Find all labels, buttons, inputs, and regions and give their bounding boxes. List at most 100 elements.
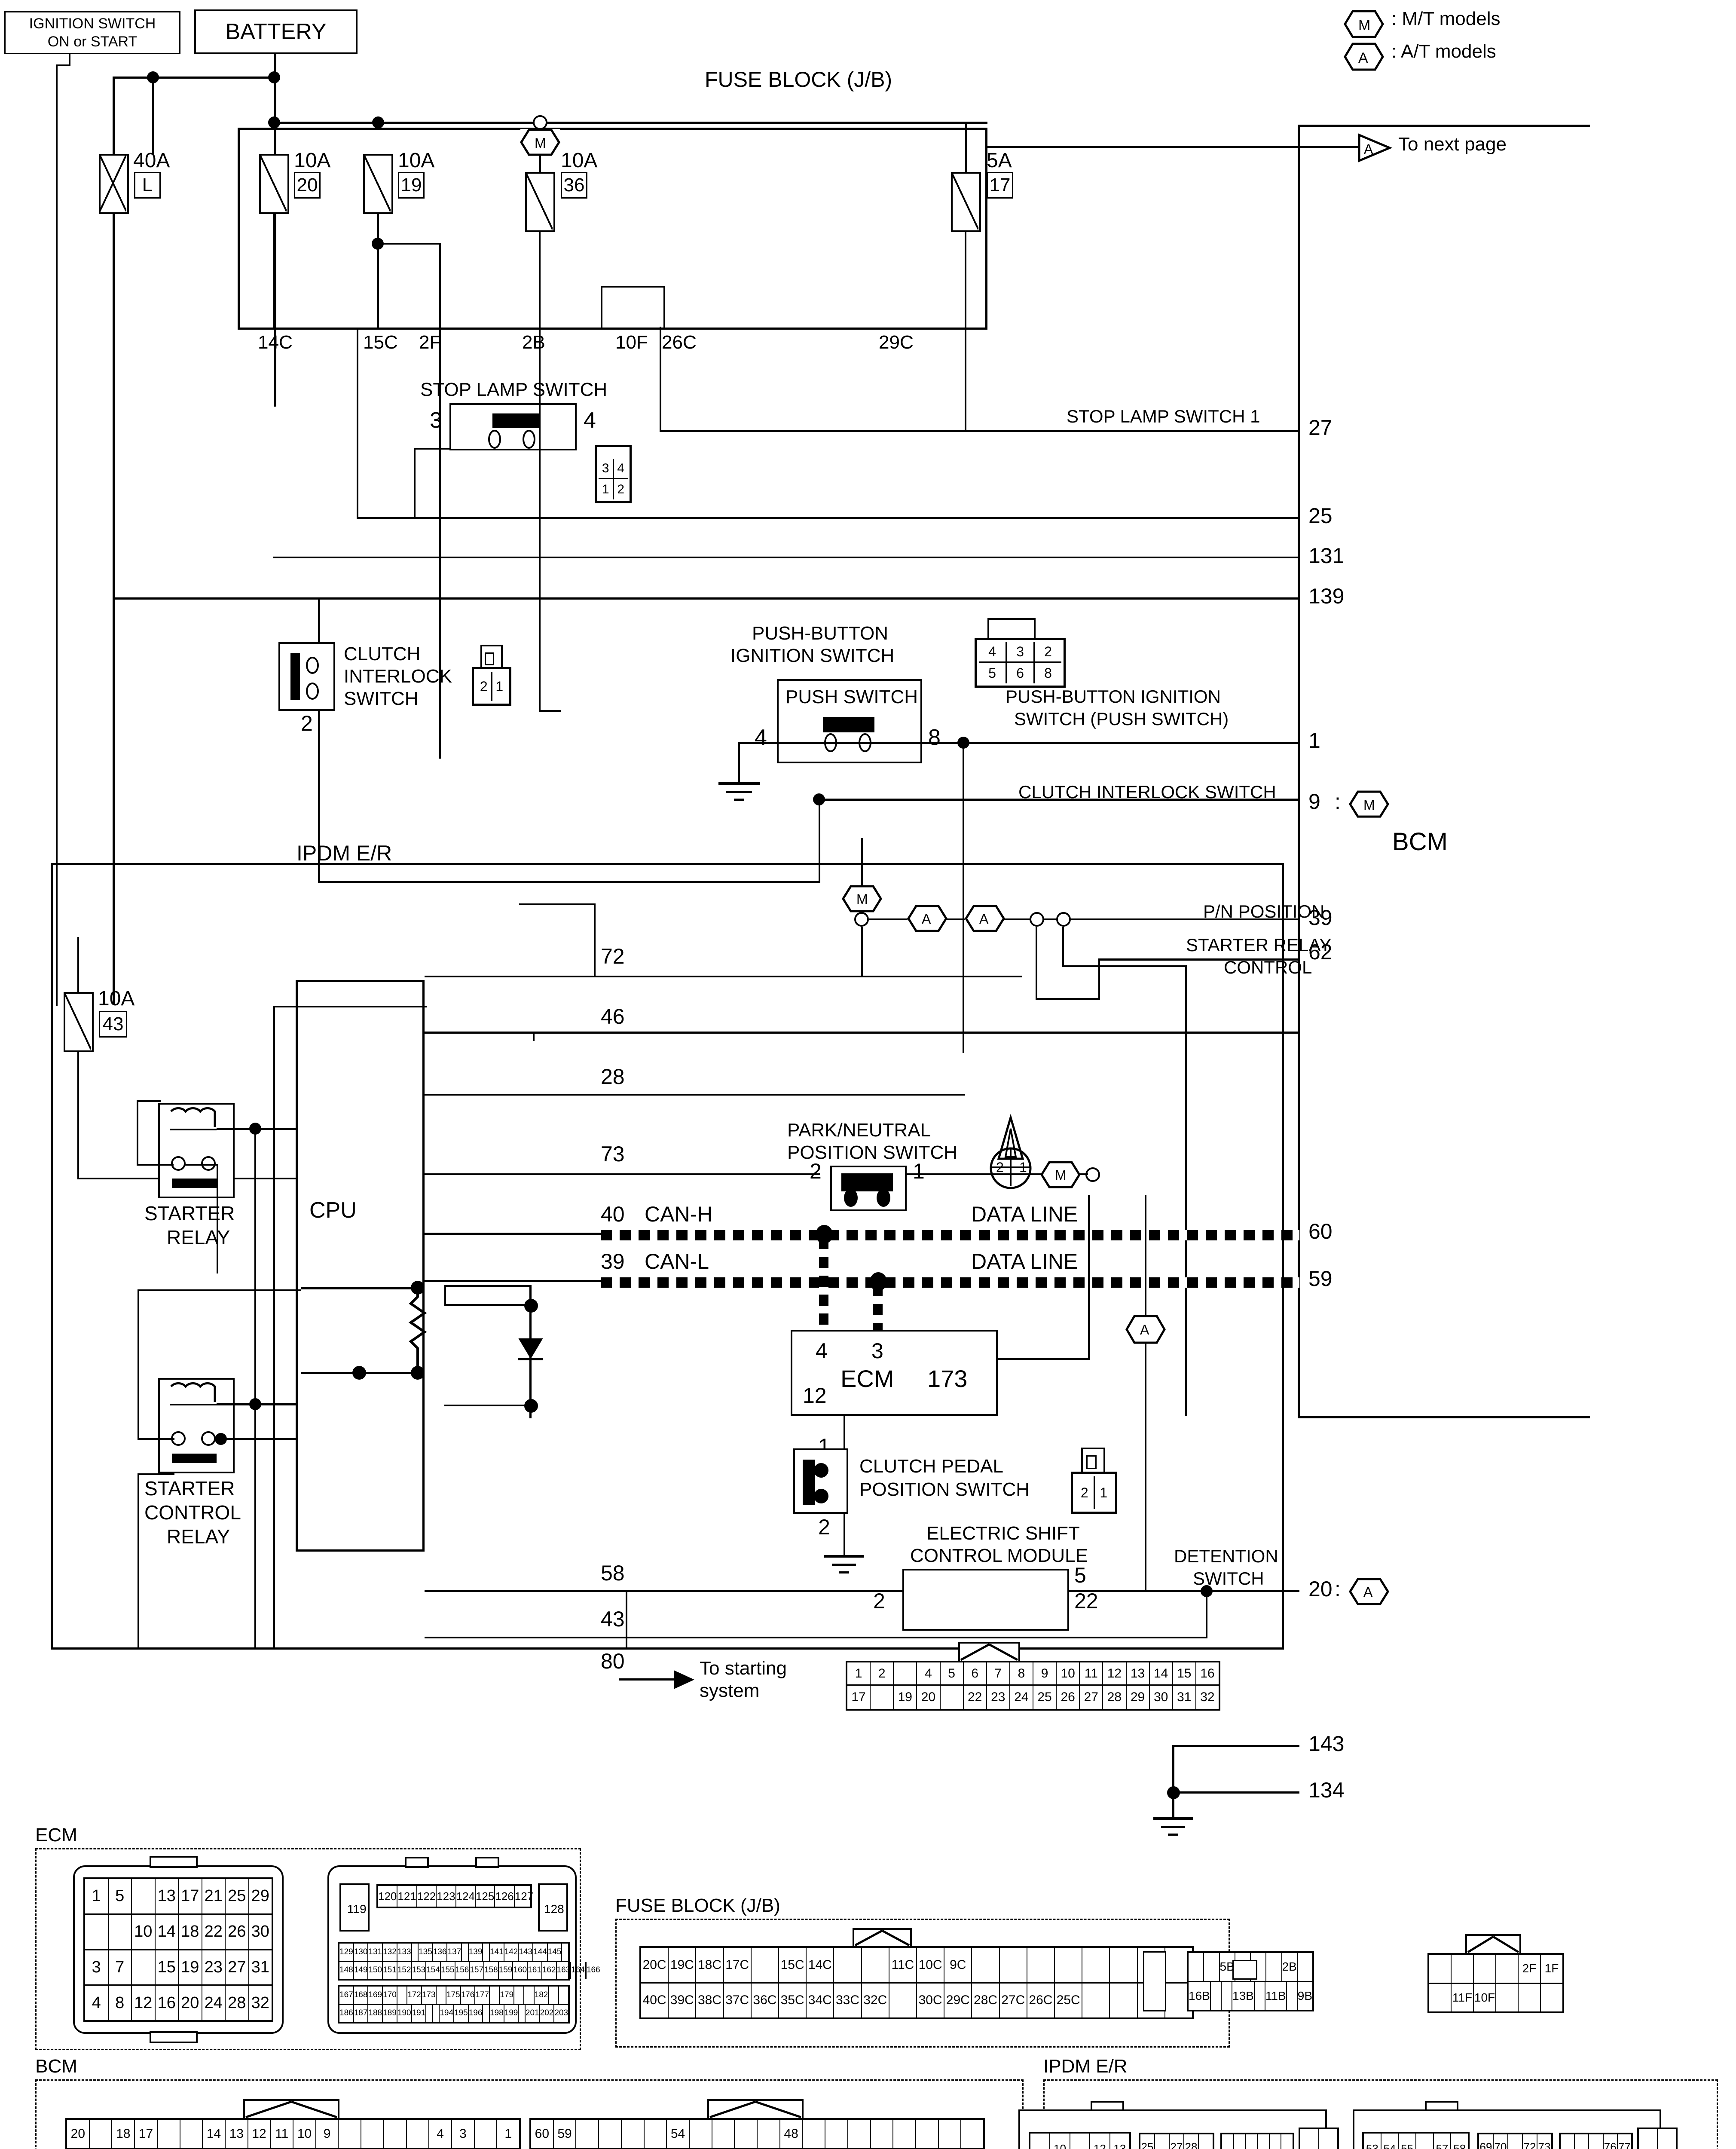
cell	[941, 1686, 964, 1709]
cell: 18	[179, 1914, 202, 1949]
fb-b-connector-center-box	[1232, 1960, 1257, 1980]
bcm-pin-62: 62	[1308, 940, 1333, 964]
cell	[1110, 1983, 1138, 2017]
sr-out-vert	[217, 1164, 218, 1273]
can-l-dataline-bar	[601, 1277, 1299, 1288]
ecm-c2-mid-row-1: 129 130 131 132 133 135 136 137 139 141 …	[339, 1944, 568, 1962]
cell: 11	[1080, 1662, 1103, 1686]
cell: 173	[422, 1987, 437, 2004]
fuse-20-amp: 10A	[294, 149, 331, 172]
can-l-label: CAN-L	[645, 1249, 709, 1273]
ipdm-c1a-row-1: 10 12 13	[1030, 2134, 1129, 2149]
cell	[433, 2005, 440, 2022]
cell: 72	[1523, 2134, 1537, 2149]
bcm-pin-1: 1	[1308, 729, 1320, 753]
escm-at-symbol: A	[1140, 1322, 1149, 1338]
cell	[871, 1686, 894, 1709]
cell: 54	[667, 2120, 690, 2148]
scr-left-h	[138, 1289, 301, 1291]
cell: 5	[940, 1662, 964, 1686]
ipdm-c2-group-a: 53 54 55 57 58 48 49 51	[1362, 2132, 1470, 2149]
cell: 13	[226, 2120, 248, 2148]
cell	[412, 1944, 419, 1961]
cell: 32	[1200, 1690, 1215, 1704]
cell: 27C	[1000, 1983, 1027, 2017]
ground-symbol-1-bar3	[734, 799, 744, 801]
bcm-9-mt-symbol: M	[1363, 797, 1375, 813]
cell	[483, 2005, 490, 2022]
fb-main-row-2: 40C 39C 38C 37C 36C 35C 34C 33C 32C 30C …	[641, 1983, 1192, 2017]
pns-label-1: PARK/NEUTRAL	[787, 1120, 931, 1141]
cell: 14C	[807, 1948, 834, 1982]
cell: 24	[202, 1986, 226, 2020]
pns-mt-symbol: M	[1055, 1167, 1067, 1183]
cell: 24	[1010, 1686, 1033, 1709]
ipdm-c1c-row-1	[1222, 2134, 1293, 2149]
wire-escm-22-h	[1069, 1590, 1207, 1592]
cell: 10F	[1474, 1984, 1496, 2011]
cell: 9B	[1297, 1989, 1313, 2002]
clutch-interlock-contact-top	[306, 657, 319, 674]
cell	[894, 1662, 917, 1686]
cell: 127	[514, 1889, 534, 1903]
stub-10F-left	[601, 286, 602, 329]
ipdm-c2-group-d: 80	[1637, 2128, 1678, 2149]
cell: 55	[1399, 2134, 1417, 2149]
cell: 3	[452, 2120, 475, 2148]
cell: 10	[1050, 2134, 1070, 2149]
cell: 12	[1103, 1662, 1127, 1686]
cell: 39C	[669, 1983, 697, 2017]
cell	[1561, 2134, 1575, 2149]
cpu-label: CPU	[309, 1198, 357, 1223]
cell: 129	[339, 1944, 354, 1961]
cell	[1589, 2134, 1604, 2149]
cell: 2F	[1519, 1955, 1541, 1983]
diode-in-h2	[444, 1304, 530, 1306]
cell: 28	[1184, 2134, 1199, 2149]
cell	[475, 2120, 498, 2148]
cell	[1000, 1948, 1027, 1982]
fb-f-row-1: 2F 1F	[1429, 1955, 1562, 1984]
bcm-sig-label-20b: SWITCH	[1193, 1568, 1264, 1589]
escm-label-2: CONTROL MODULE	[910, 1545, 1088, 1566]
cell: 15	[1173, 1662, 1196, 1686]
fuse-20-number-box: 20	[294, 172, 321, 199]
clutch-interlock-bar	[290, 653, 300, 700]
pn-mt-h	[869, 918, 911, 920]
can-l-drop	[873, 1285, 883, 1330]
fusible-link-out	[113, 214, 115, 248]
ipdm-inline-connector-notch-icon	[960, 1643, 1018, 1661]
cell: 21	[202, 1879, 226, 1913]
fb-b-connector: 5B 2B 16B 13B 11B 9B	[1187, 1951, 1314, 2011]
cell	[862, 1948, 889, 1982]
push-switch-bar	[823, 717, 874, 732]
fuse-block-right-line	[985, 128, 987, 330]
cell: 17	[847, 1686, 871, 1709]
cell: 136	[433, 1944, 448, 1961]
sr-coil-vert	[254, 1128, 256, 1650]
cell: 7	[987, 1662, 1010, 1686]
pns-out-wire	[907, 1173, 1042, 1175]
ign-drop-1	[69, 54, 70, 66]
stop-lamp-left-wire	[414, 448, 416, 517]
fuse19-branch-down	[439, 243, 441, 328]
cell: 15	[156, 1950, 179, 1985]
cell: 156	[455, 1962, 470, 1979]
ipdm-fuse-number: 43	[102, 1013, 124, 1035]
cell	[645, 2120, 667, 2148]
cell	[132, 1879, 156, 1913]
scr-label-2: CONTROL	[144, 1501, 241, 1524]
cell	[180, 2120, 203, 2148]
cell: 143	[519, 1944, 534, 1961]
at-symbol: A	[1358, 50, 1368, 66]
escm-at-vert-down	[1145, 1343, 1146, 1591]
cell: 38C	[696, 1983, 724, 2017]
ipdm-top-border	[51, 863, 1284, 865]
fb-terminal-26C: 26C	[662, 332, 697, 353]
cell: 20	[67, 2120, 90, 2148]
cell: 35C	[779, 1983, 807, 2017]
cell: 135	[419, 1944, 433, 1961]
ecm-c1-row-1: 1 5 13 17 21 25 29	[85, 1879, 272, 1915]
bcm-20-at-hex-icon: A	[1349, 1578, 1389, 1605]
wire-stop-lamp-vert	[660, 327, 661, 432]
